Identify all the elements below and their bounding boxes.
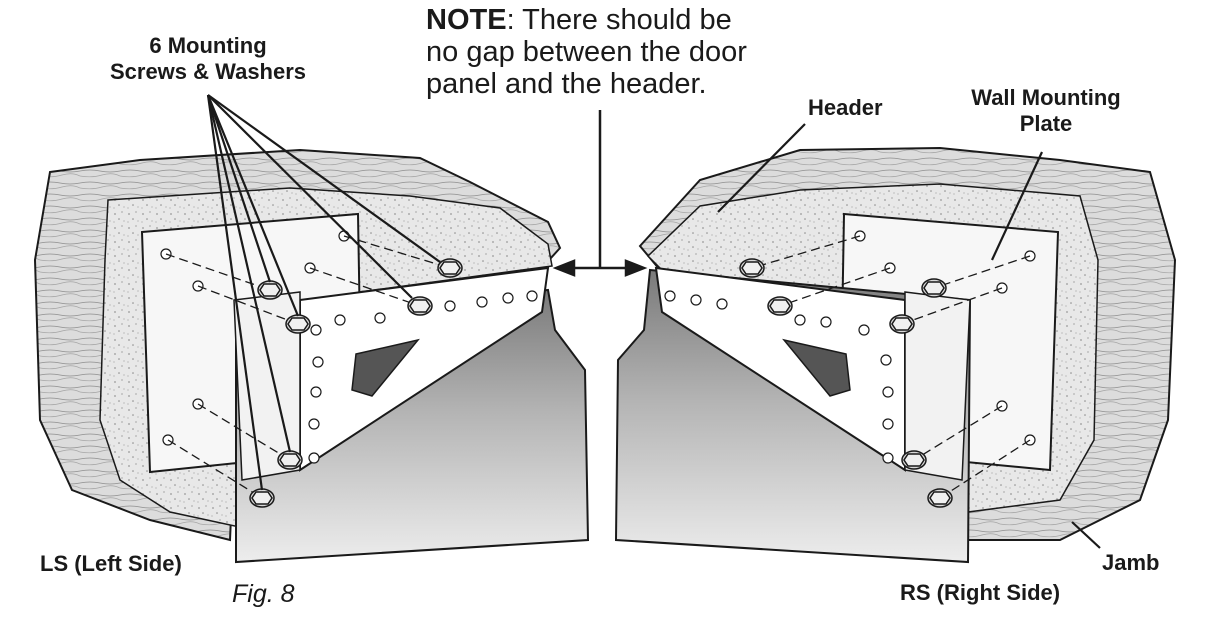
note-line2: no gap between the door (426, 36, 747, 68)
right-hinge-channel (904, 291, 971, 481)
left-screws (249, 258, 463, 508)
figure-caption: Fig. 8 (232, 580, 295, 608)
hex-screw-with-washer-icon (249, 488, 275, 508)
hex-screw-with-washer-icon (927, 488, 953, 508)
right-side-label: RS (Right Side) (900, 580, 1061, 605)
screws-label: 6 Mounting Screws & Washers (88, 33, 328, 85)
plate-label-line1: Wall Mounting (971, 85, 1121, 110)
right-bracket-slot (782, 338, 851, 397)
plate-leader (991, 151, 1043, 261)
screws-label-line1: 6 Mounting (149, 33, 267, 58)
jamb-label: Jamb (1102, 550, 1160, 575)
wall-mounting-plate-label: Wall Mounting Plate (946, 85, 1146, 137)
hex-screw-with-washer-icon (901, 450, 927, 470)
right-screws (739, 258, 953, 508)
hex-screw-with-washer-icon (257, 280, 283, 300)
hex-screw-with-washer-icon (767, 296, 793, 316)
note-line3: panel and the header. (426, 68, 707, 100)
hex-screw-with-washer-icon (739, 258, 765, 278)
hex-screw-with-washer-icon (407, 296, 433, 316)
left-dashed-guides (165, 235, 451, 499)
hex-screw-with-washer-icon (277, 450, 303, 470)
hex-screw-with-washer-icon (921, 278, 947, 298)
left-side-label: LS (Left Side) (40, 551, 182, 576)
screw-callout-leaders (206, 94, 441, 491)
note-text: NOTE: There should be no gap between the… (426, 4, 826, 100)
note-callout-arrow (552, 110, 648, 277)
header-leader (717, 123, 806, 213)
hex-screw-with-washer-icon (285, 314, 311, 334)
right-dashed-guides (751, 235, 1031, 499)
jamb-leader (1071, 521, 1101, 549)
left-side-assembly (33, 148, 590, 564)
hex-screw-with-washer-icon (889, 314, 915, 334)
note-line1: : There should be (506, 4, 732, 36)
hex-screw-with-washer-icon (437, 258, 463, 278)
screws-label-line2: Screws & Washers (109, 59, 307, 84)
plate-label-line2: Plate (1019, 111, 1073, 136)
right-side-assembly (614, 146, 1177, 564)
left-bracket-slot (351, 338, 420, 397)
note-label: NOTE (426, 4, 507, 36)
header-label: Header (808, 95, 883, 120)
